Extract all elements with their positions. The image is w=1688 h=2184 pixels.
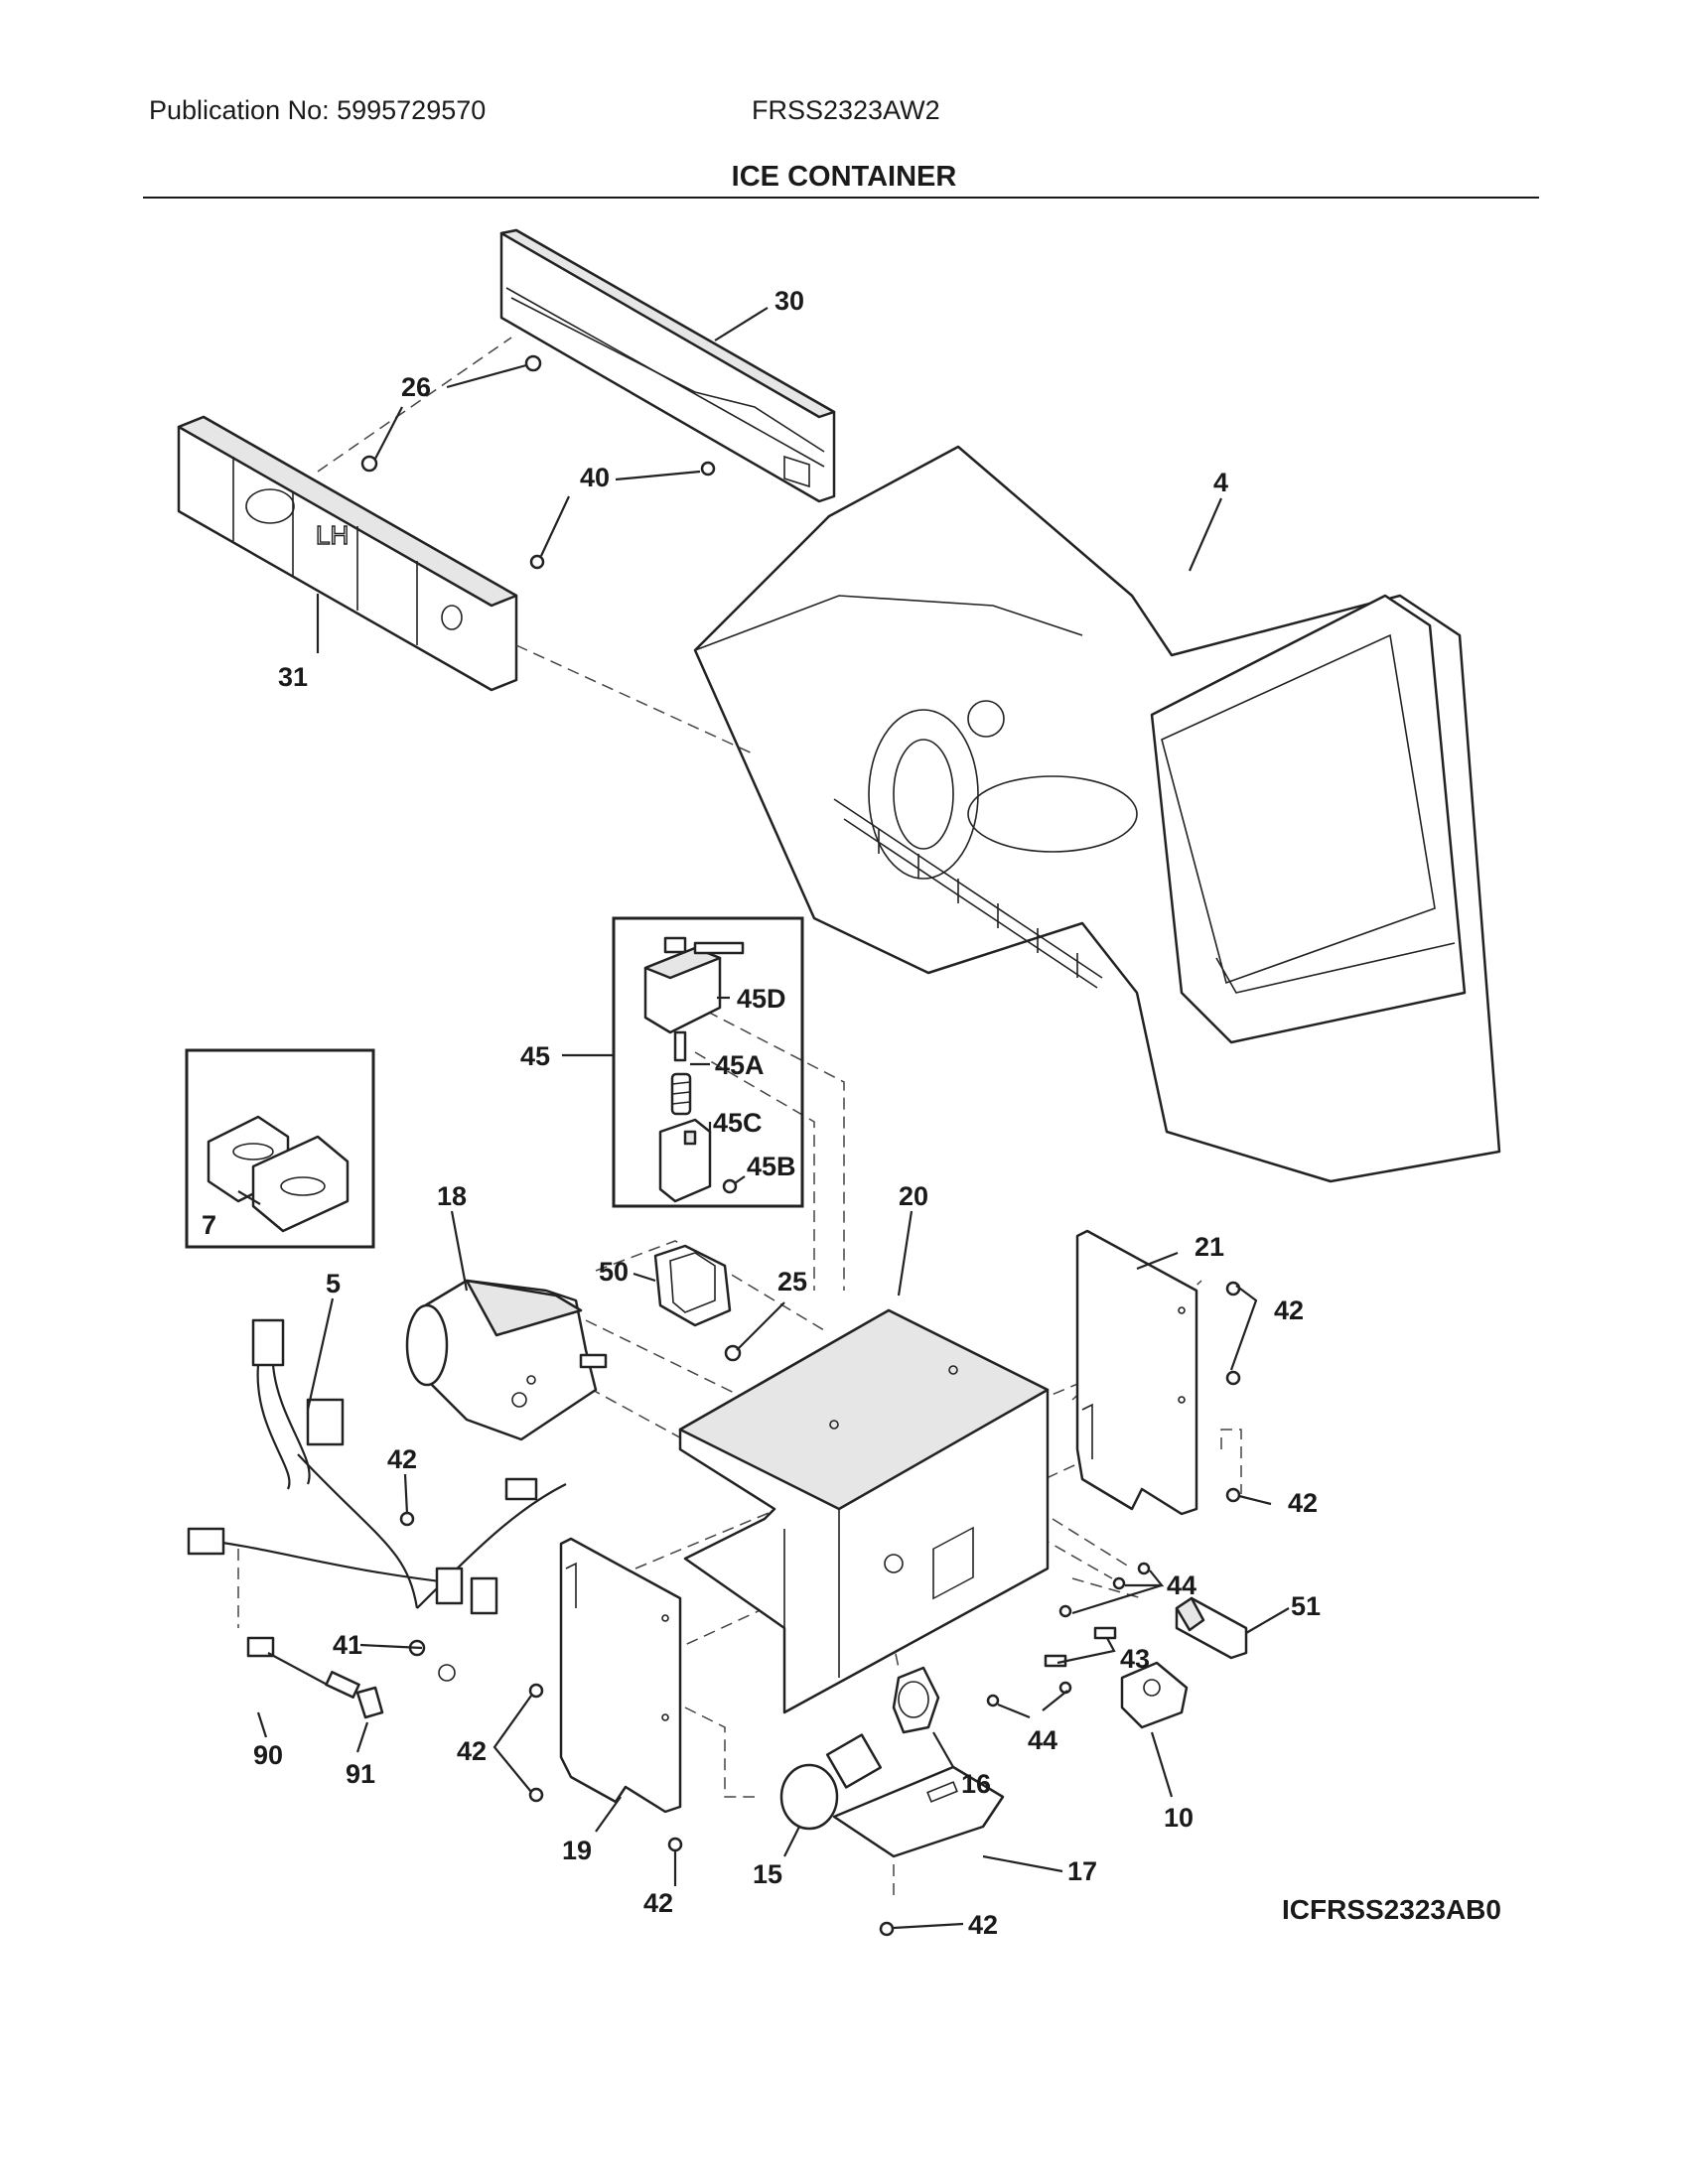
- part-10-bearing[interactable]: [1120, 1661, 1189, 1729]
- part-90-thermistor[interactable]: [246, 1636, 360, 1699]
- callout-15: 15: [753, 1859, 782, 1889]
- callout-42: 42: [1274, 1296, 1304, 1325]
- part-50-clip-bracket[interactable]: [653, 1244, 732, 1327]
- part-45B-screw[interactable]: [722, 1178, 738, 1194]
- callout-90: 90: [253, 1740, 283, 1770]
- callout-42: 42: [457, 1736, 487, 1766]
- callout-42: 42: [643, 1888, 673, 1918]
- part-45D-solenoid[interactable]: [643, 936, 745, 1062]
- fasteners[interactable]: [360, 354, 1241, 1937]
- svg-text:LH: LH: [316, 520, 349, 550]
- callout-44: 44: [1028, 1725, 1057, 1755]
- callout-45: 45: [520, 1041, 550, 1071]
- callout-7: 7: [202, 1210, 216, 1240]
- part-21-right-bracket[interactable]: [1075, 1229, 1198, 1516]
- callout-42: 42: [968, 1910, 998, 1940]
- callout-40: 40: [580, 463, 610, 492]
- callout-20: 20: [899, 1181, 928, 1211]
- callout-43: 43: [1120, 1644, 1150, 1674]
- callout-41: 41: [333, 1630, 362, 1660]
- part-7-box: [185, 1048, 375, 1249]
- callout-45B: 45B: [747, 1152, 796, 1181]
- part-91-clip[interactable]: [355, 1686, 384, 1719]
- callout-42: 42: [387, 1444, 417, 1474]
- title-divider: [143, 197, 1539, 199]
- callout-45A: 45A: [715, 1050, 765, 1080]
- callout-17: 17: [1067, 1856, 1097, 1886]
- part-5-wire-harness[interactable]: [187, 1318, 567, 1682]
- callout-45C: 45C: [713, 1108, 763, 1138]
- callout-45D: 45D: [737, 984, 786, 1014]
- part-31-lh-bracket[interactable]: LH: [177, 415, 518, 692]
- part-45A-spring[interactable]: [670, 1072, 692, 1116]
- part-19-left-bracket[interactable]: [559, 1537, 682, 1814]
- page-title: ICE CONTAINER: [731, 161, 957, 193]
- callout-5: 5: [326, 1269, 341, 1298]
- callout-50: 50: [599, 1257, 629, 1287]
- part-18-auger-motor[interactable]: [405, 1279, 608, 1441]
- part-45C-plunger-housing[interactable]: [658, 1118, 712, 1203]
- part-16-socket[interactable]: [892, 1666, 940, 1734]
- callout-42: 42: [1288, 1488, 1318, 1518]
- callout-26: 26: [401, 372, 431, 402]
- model-number: FRSS2323AW2: [752, 95, 940, 125]
- part-20-housing[interactable]: [678, 1308, 1050, 1714]
- callout-19: 19: [562, 1836, 592, 1865]
- callout-25: 25: [777, 1267, 807, 1297]
- part-4-ice-bucket[interactable]: [693, 445, 1501, 1183]
- part-51-auger-shaft[interactable]: [1175, 1596, 1248, 1660]
- callout-31: 31: [278, 662, 308, 692]
- part-15-lamp[interactable]: [779, 1733, 883, 1831]
- callout-10: 10: [1164, 1803, 1194, 1833]
- assembly-45-box: [612, 916, 804, 1208]
- callout-16: 16: [961, 1769, 991, 1799]
- part-7-ferrite-clamp[interactable]: [207, 1115, 350, 1233]
- publication-number: Publication No: 5995729570: [149, 95, 487, 125]
- callout-18: 18: [437, 1181, 467, 1211]
- callout-91: 91: [346, 1759, 375, 1789]
- leader-lines: [237, 307, 1290, 1930]
- part-30-trim-bar[interactable]: [499, 228, 836, 503]
- diagram-code: ICFRSS2323AB0: [1282, 1894, 1501, 1925]
- callout-labels: 30 26 40 4 31 45D 45 45A 45C 45B 7 18 20…: [202, 286, 1321, 1940]
- callout-44: 44: [1167, 1570, 1196, 1600]
- callout-21: 21: [1195, 1232, 1224, 1262]
- callout-51: 51: [1291, 1591, 1321, 1621]
- callout-4: 4: [1213, 468, 1228, 497]
- callout-30: 30: [774, 286, 804, 316]
